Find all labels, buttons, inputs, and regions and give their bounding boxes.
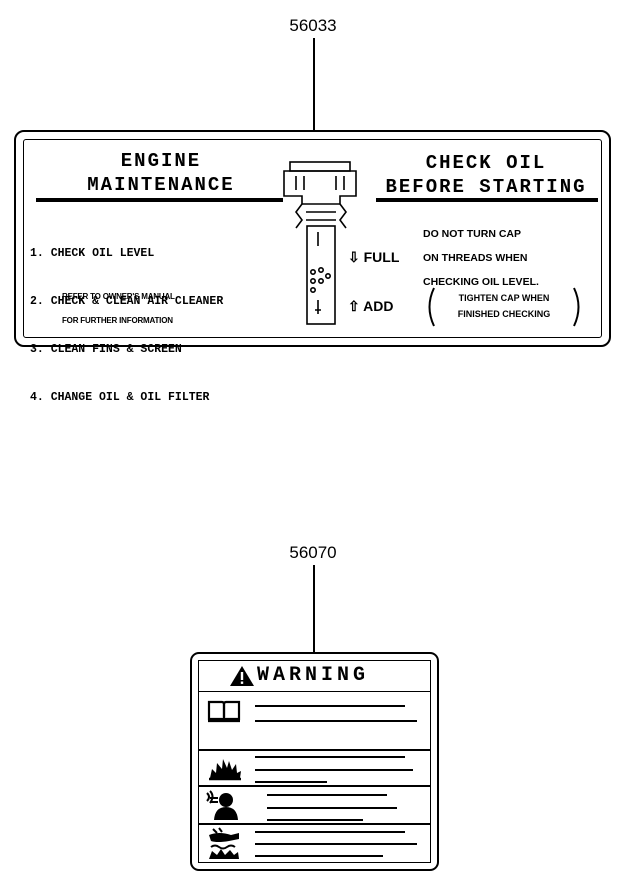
- row-divider: [199, 823, 430, 825]
- warning-decal: WARNING: [190, 652, 439, 871]
- heading-line-1: CHECK OIL: [425, 152, 547, 174]
- text-line: [255, 720, 417, 722]
- check-oil-heading: CHECK OIL BEFORE STARTING: [380, 151, 592, 199]
- heading-line-2: MAINTENANCE: [87, 174, 235, 196]
- text-line: [255, 843, 417, 845]
- warning-decal-inner-border: WARNING: [198, 660, 431, 863]
- warning-triangle-icon: [230, 666, 254, 686]
- text-line: [255, 756, 405, 758]
- warning-title: WARNING: [257, 664, 370, 687]
- paren-note-text: TIGHTEN CAP WHEN FINISHED CHECKING: [434, 290, 574, 322]
- hot-surface-hand-icon: [209, 827, 239, 859]
- part-number-56070: 56070: [289, 543, 337, 562]
- row-divider: [199, 749, 430, 751]
- text-line: [255, 831, 405, 833]
- decal-inner-border: [23, 139, 602, 338]
- engine-maintenance-heading: ENGINE MAINTENANCE: [46, 149, 276, 197]
- left-paren: [428, 287, 435, 327]
- cap-notice: DO NOT TURN CAP ON THREADS WHEN CHECKING…: [423, 222, 539, 294]
- step-item: 3. CLEAN FINS & SCREEN: [30, 343, 182, 356]
- text-line: [267, 794, 387, 796]
- notice-line: CHECKING OIL LEVEL.: [423, 276, 539, 288]
- text-line: [255, 769, 413, 771]
- leader-line-56070: [313, 565, 315, 653]
- heading-line-1: ENGINE: [120, 150, 202, 172]
- part-number-56033: 56033: [289, 16, 337, 35]
- text-line: [255, 855, 383, 857]
- manual-book-icon: [207, 700, 241, 723]
- row-divider: [199, 785, 430, 787]
- leader-line-56033: [313, 38, 315, 131]
- warning-header: WARNING: [199, 661, 430, 692]
- tighten-cap-note: TIGHTEN CAP WHEN FINISHED CHECKING: [424, 287, 584, 327]
- notice-line: DO NOT TURN CAP: [423, 228, 521, 240]
- right-heading-rule: [376, 198, 598, 202]
- left-heading-rule: [36, 198, 283, 202]
- full-label: FULL: [363, 249, 400, 265]
- step-item: 4. CHANGE OIL & OIL FILTER: [30, 391, 210, 404]
- right-paren: [573, 287, 580, 327]
- maintenance-steps: 1. CHECK OIL LEVEL 2. CHECK & CLEAN AIR …: [30, 214, 223, 438]
- engine-maintenance-decal: ENGINE MAINTENANCE 1. CHECK OIL LEVEL 2.…: [14, 130, 611, 404]
- notice-line: ON THREADS WHEN: [423, 252, 528, 264]
- text-line: [267, 819, 363, 821]
- arrow-down-icon: ⇩: [348, 249, 360, 265]
- refer-manual-line-2: FOR FURTHER INFORMATION: [62, 316, 173, 325]
- text-line: [255, 705, 405, 707]
- dipstick-cap-icon: [283, 161, 357, 325]
- inhalation-hazard-icon: [206, 790, 238, 820]
- paren-line: FINISHED CHECKING: [457, 309, 551, 319]
- text-line: [255, 781, 327, 783]
- heading-line-2: BEFORE STARTING: [385, 176, 587, 198]
- arrow-up-icon: ⇧: [348, 298, 360, 314]
- step-item: 2. CHECK & CLEAN AIR CLEANER: [30, 295, 224, 308]
- add-mark: ⇧ ADD: [348, 298, 393, 315]
- text-line: [267, 807, 397, 809]
- full-mark: ⇩ FULL: [348, 249, 399, 266]
- paren-line: TIGHTEN CAP WHEN: [458, 293, 550, 303]
- fire-hazard-icon: [209, 759, 241, 781]
- refer-manual-line-1: REFER TO OWNER'S MANUAL: [62, 292, 175, 301]
- add-label: ADD: [363, 298, 394, 314]
- step-item: 1. CHECK OIL LEVEL: [30, 247, 155, 260]
